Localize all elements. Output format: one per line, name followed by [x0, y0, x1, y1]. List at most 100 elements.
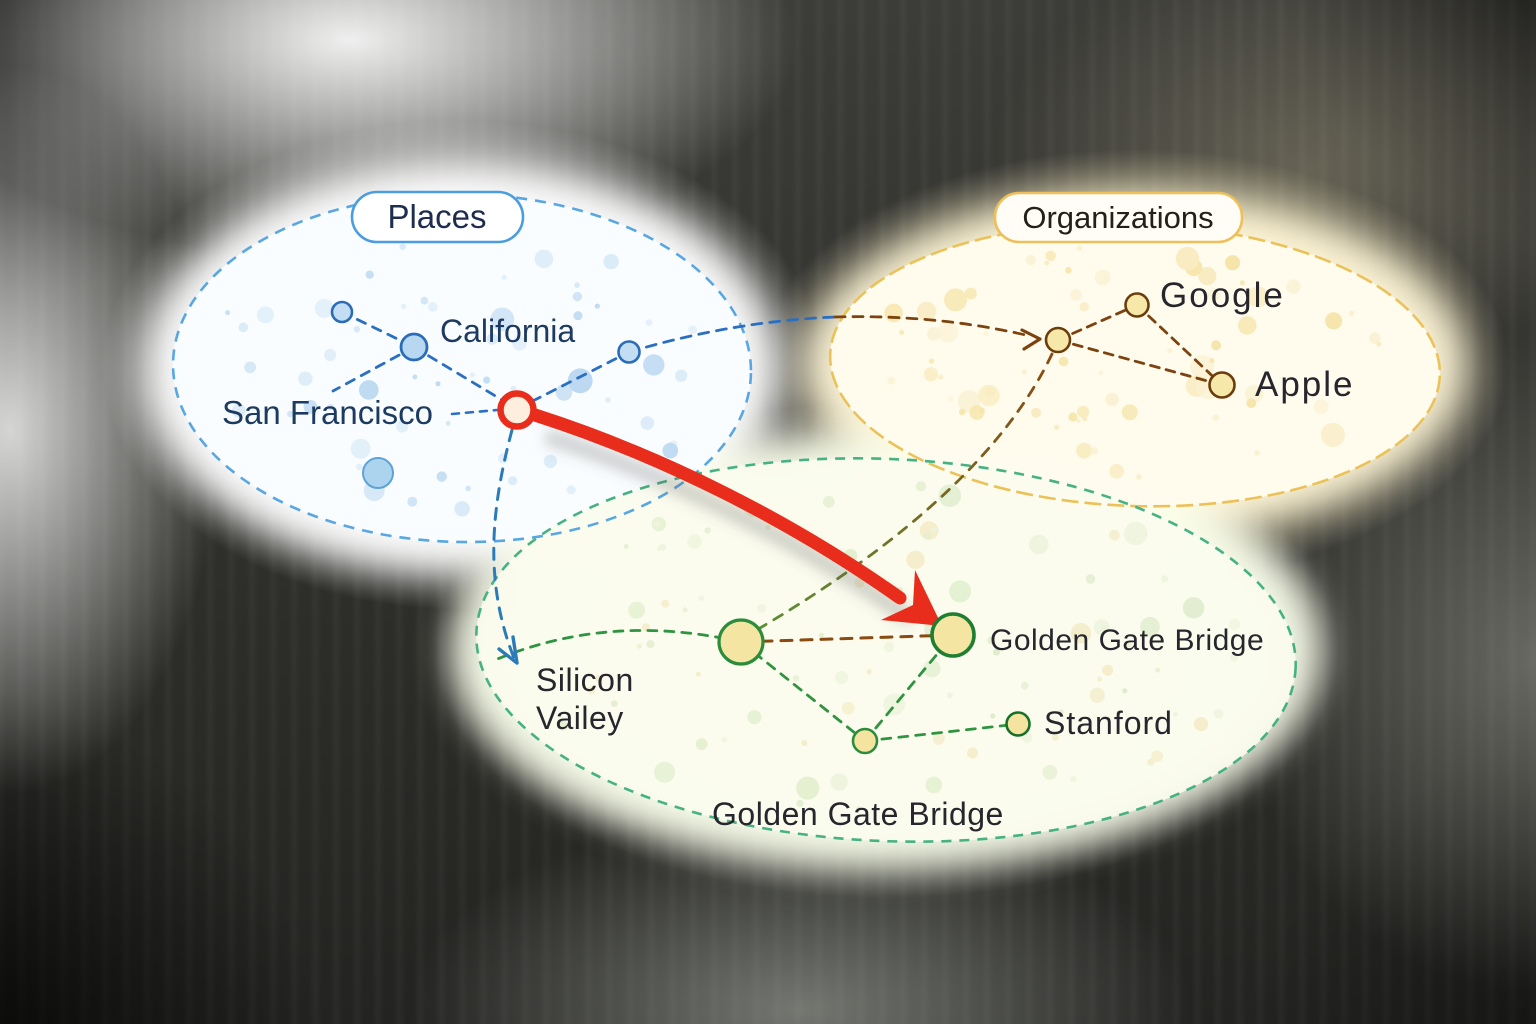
decor-dot: [687, 534, 702, 549]
landmarks-cluster-border: [475, 457, 1297, 843]
decor-dot: [721, 737, 727, 743]
decor-dot: [1094, 269, 1111, 286]
decor-dot: [662, 442, 679, 459]
decor-dot: [399, 243, 406, 250]
decor-dot: [938, 374, 944, 380]
decor-dot: [1077, 405, 1090, 418]
decor-dot: [1079, 302, 1089, 312]
organizations-pill: [993, 191, 1244, 244]
decor-dot: [1161, 575, 1169, 583]
decor-dot: [256, 306, 274, 324]
decor-dot: [856, 806, 862, 812]
decor-dot: [1225, 255, 1241, 271]
decor-dot: [1021, 369, 1027, 375]
decor-dot: [483, 376, 491, 384]
decor-dot: [558, 720, 569, 731]
decor-dot: [1254, 450, 1260, 456]
decor-dot: [594, 303, 600, 309]
decor-dot: [917, 301, 937, 321]
decor-dot: [1070, 289, 1082, 301]
decor-dot: [969, 405, 985, 420]
places-pill-label: Places: [387, 198, 486, 235]
decor-dot: [1109, 464, 1124, 479]
decor-dot: [353, 326, 361, 333]
decor-dot: [1167, 348, 1173, 354]
decor-dot: [350, 438, 371, 459]
decor-dot: [1068, 412, 1078, 422]
decor-dot: [356, 463, 363, 471]
decor-dot: [1058, 356, 1069, 367]
decor-dot: [675, 369, 688, 382]
landmarks-dot-field: [558, 481, 1241, 812]
golden-gate-bridge-node-label: Golden Gate Bridge: [990, 624, 1264, 657]
silicon-valley-label-line1: Silicon: [536, 662, 634, 698]
decor-dot: [682, 607, 688, 613]
decor-dot: [1042, 765, 1058, 780]
edge-junction-stanford: [863, 722, 1020, 743]
decor-dot: [757, 603, 767, 614]
decor-dot: [1122, 688, 1128, 694]
edge-junction-goldengate: [863, 633, 955, 743]
decor-dot: [623, 543, 629, 549]
graph-nodes: [330, 292, 1236, 755]
decor-dot: [628, 601, 646, 619]
decor-dot: [884, 303, 903, 323]
decor-dot: [1209, 358, 1215, 364]
decor-dot: [1151, 750, 1164, 763]
node-places-east: [617, 340, 641, 364]
decor-dot: [801, 740, 808, 746]
decor-dot: [298, 371, 313, 386]
decor-dot: [225, 310, 231, 316]
node-san-francisco: [497, 390, 537, 430]
decor-dot: [508, 476, 518, 486]
decor-dot: [796, 776, 820, 800]
organizations-cluster-fill: [830, 223, 1440, 507]
node-google: [1124, 292, 1150, 318]
decor-dot: [327, 404, 334, 411]
decor-dot: [1029, 534, 1049, 555]
decor-dot: [822, 495, 835, 508]
decor-dot: [486, 333, 498, 345]
decor-dot: [1090, 447, 1099, 455]
decor-dot: [932, 732, 945, 745]
decor-dot: [695, 671, 701, 677]
decor-dot: [656, 545, 663, 552]
decor-dot: [436, 471, 447, 482]
decor-dot: [1193, 717, 1209, 732]
siliconvalley-arrowhead-icon: [497, 635, 519, 665]
decor-dot: [587, 686, 596, 695]
decor-dot: [1212, 414, 1220, 422]
decor-dot: [695, 738, 708, 751]
decor-dot: [883, 641, 895, 653]
decor-dot: [490, 307, 515, 332]
decor-dot: [1207, 288, 1220, 302]
cluster-title-pills: Places Organizations: [350, 190, 1244, 244]
decor-dot: [887, 376, 895, 385]
node-labels: California San Francisco Google Apple Go…: [222, 276, 1353, 832]
decor-dot: [1228, 618, 1241, 631]
decor-dot: [796, 799, 804, 808]
decor-dot: [1031, 407, 1042, 418]
decor-dot: [244, 361, 256, 374]
google-label: Google: [1160, 276, 1285, 315]
node-golden-gate-bridge: [930, 612, 976, 658]
decor-dot: [946, 692, 953, 699]
decor-dot: [566, 485, 576, 495]
decor-dot: [396, 420, 409, 433]
decor-dot: [445, 420, 451, 426]
decor-dot: [661, 599, 670, 608]
cross-cluster-edges: [492, 315, 1054, 665]
organizations-pill-label: Organizations: [1022, 200, 1213, 235]
graph-edges: [331, 303, 1224, 743]
decor-dot: [923, 532, 931, 540]
decor-dot: [595, 675, 602, 682]
decor-dot: [1124, 521, 1148, 546]
decor-dot: [1247, 286, 1269, 308]
decor-dot: [1085, 574, 1096, 584]
edge-google-apple: [1135, 303, 1224, 387]
decor-dot: [1224, 290, 1231, 296]
decor-dot: [1054, 424, 1060, 430]
silicon-valley-label-line2: Vailey: [536, 700, 624, 736]
decor-dot: [1121, 404, 1138, 421]
